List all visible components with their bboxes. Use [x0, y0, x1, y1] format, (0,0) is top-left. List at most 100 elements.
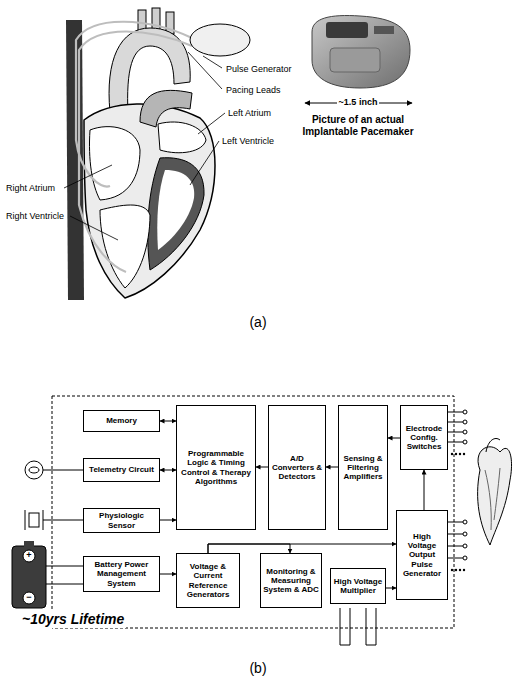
- box-label: Electrode Config. Switches: [403, 424, 445, 452]
- connector-arrow: [160, 574, 176, 575]
- pacing-lead: [79, 32, 192, 273]
- part-label: Left Atrium: [228, 108, 271, 119]
- left-atrium: [158, 122, 206, 153]
- pin-end: [463, 556, 467, 560]
- pacemaker-header: [326, 22, 368, 38]
- pacemaker-detail: [330, 48, 380, 72]
- wire: [43, 520, 83, 521]
- part-label: Right Ventricle: [6, 211, 64, 222]
- pacemaker-photo: [305, 16, 412, 103]
- pin: [448, 412, 463, 413]
- pin-dots: [451, 453, 465, 571]
- leader-line: [190, 141, 219, 185]
- pin-end: [463, 532, 467, 536]
- leader-line: [198, 113, 225, 134]
- battery-terminal: [24, 541, 34, 547]
- box-label: Sensing & Filtering Amplifiers: [341, 454, 385, 482]
- right-ventricle: [100, 205, 150, 288]
- small-heart: [478, 439, 512, 546]
- pin: [448, 546, 463, 547]
- terminal-circle: [23, 550, 35, 562]
- pin-end: [463, 420, 467, 424]
- process-box: Battery Power Management System: [83, 556, 160, 592]
- heart-sketch: [486, 439, 500, 453]
- connector-arrow: [388, 438, 400, 439]
- box-label: Memory: [86, 416, 157, 425]
- box-label: High Voltage Output Pulse Generator: [399, 532, 445, 578]
- panel-label: (a): [249, 314, 266, 331]
- panel-label: (b): [249, 660, 266, 677]
- capacitor-pin: [366, 608, 376, 645]
- box-label: Physiologic Sensor: [86, 511, 157, 529]
- connector-arrow: [386, 588, 396, 589]
- pin: [448, 432, 463, 433]
- pacing-lead: [76, 22, 192, 187]
- coil-symbol: [25, 461, 43, 479]
- connector-arrow: [160, 470, 176, 471]
- process-box: Monitoring & Measuring System & ADC: [260, 553, 322, 608]
- leader-line: [64, 165, 112, 188]
- pin: [448, 558, 463, 559]
- pin: [448, 522, 463, 523]
- process-box: Physiologic Sensor: [83, 508, 160, 533]
- multiplier-pins: [340, 608, 376, 645]
- battery-symbol: [12, 541, 83, 608]
- right-atrium: [89, 127, 140, 200]
- pin-end: [463, 520, 467, 524]
- connector-arrow: [160, 421, 176, 422]
- leader-lines: [64, 52, 225, 240]
- coil-symbol: [29, 467, 39, 473]
- connector-arrow: [256, 467, 268, 468]
- process-box: Voltage & Current Reference Generators: [176, 553, 240, 608]
- part-label: Pulse Generator: [226, 64, 292, 75]
- crystal-plate: [25, 510, 26, 530]
- pacemaker-detail: [374, 26, 394, 34]
- heart-sketch: [478, 447, 512, 545]
- process-box: Telemetry Circuit: [83, 458, 160, 482]
- process-box: High Voltage Output Pulse Generator: [396, 510, 448, 600]
- wire: [46, 584, 83, 585]
- telemetry-coil: [25, 461, 83, 479]
- process-box: High Voltage Multiplier: [330, 568, 386, 604]
- part-label: Right Atrium: [6, 183, 55, 194]
- polarity-mark: +: [26, 550, 31, 561]
- box-label: Programmable Logic & Timing Control & Th…: [179, 449, 253, 486]
- connector-arrow: [424, 470, 425, 510]
- pulse-generator: [190, 24, 250, 56]
- pulmonary-artery: [140, 90, 192, 127]
- heart-illustration: [66, 8, 250, 300]
- process-box: Programmable Logic & Timing Control & Th…: [176, 405, 256, 530]
- box-label: Monitoring & Measuring System & ADC: [263, 567, 319, 595]
- wire: [46, 566, 83, 567]
- pin: [448, 442, 463, 443]
- sensor-symbol: [25, 510, 83, 530]
- process-box: A/D Converters & Detectors: [268, 405, 326, 530]
- connector-arrow: [326, 467, 338, 468]
- leader-line: [70, 216, 118, 240]
- left-ventricle-wall: [148, 158, 204, 270]
- box-label: Telemetry Circuit: [86, 465, 157, 474]
- polarity-mark: −: [26, 592, 31, 603]
- pacemaker-case: [312, 16, 410, 88]
- process-box: Electrode Config. Switches: [400, 405, 448, 470]
- connector-arrow: [160, 520, 176, 521]
- process-box: Memory: [83, 410, 160, 432]
- housing-outline: [52, 396, 454, 628]
- pin-end: [463, 440, 467, 444]
- photo-caption: Picture of an actual Implantable Pacemak…: [294, 114, 422, 138]
- lifetime-note: ~10yrs Lifetime: [20, 611, 126, 628]
- heart-outline: [84, 104, 215, 298]
- battery-body: [12, 546, 46, 608]
- part-label: Left Ventricle: [222, 136, 274, 147]
- leader-line: [203, 56, 222, 68]
- pin-end: [463, 544, 467, 548]
- connector-arrow: [208, 544, 290, 553]
- left-ventricle: [157, 170, 194, 250]
- dimension-label: ~1.5 inch: [337, 97, 380, 108]
- electrode-pins: [448, 410, 467, 560]
- pin-end: [463, 430, 467, 434]
- heart-lead: [494, 468, 500, 520]
- pin: [448, 534, 463, 535]
- pin-end: [463, 410, 467, 414]
- box-label: High Voltage Multiplier: [333, 577, 383, 595]
